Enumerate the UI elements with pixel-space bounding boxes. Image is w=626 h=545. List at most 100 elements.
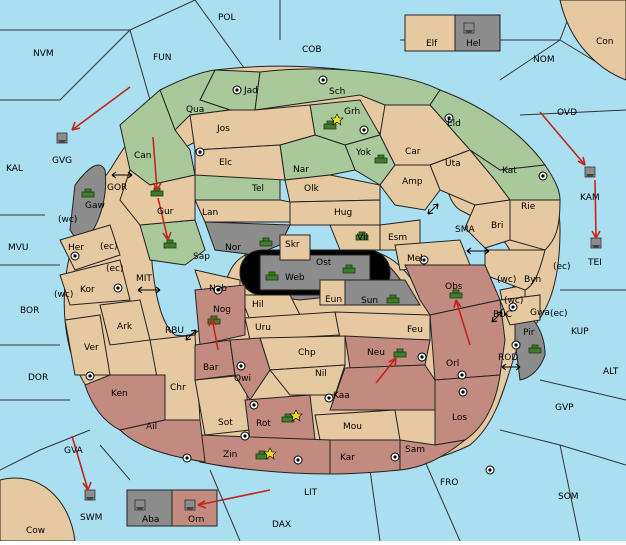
land-skr <box>279 234 311 261</box>
label-obs: Obs <box>445 282 463 292</box>
coast-her-ec: (ec) <box>100 242 118 252</box>
label-skr: Skr <box>285 240 300 250</box>
sea-gor: GOR <box>107 183 127 193</box>
label-gaw: Gaw <box>85 201 105 211</box>
army-icon <box>323 120 337 130</box>
land-qwi[interactable] <box>229 337 271 401</box>
label-her: Her <box>68 243 84 253</box>
fleet-icon <box>56 132 68 144</box>
army-icon <box>528 344 542 354</box>
army-icon <box>355 231 369 241</box>
label-eun: Eun <box>325 295 342 305</box>
box-aba[interactable] <box>126 489 173 527</box>
label-ark: Ark <box>117 322 133 332</box>
box-hel[interactable] <box>454 14 501 52</box>
land-kar[interactable] <box>329 439 401 475</box>
label-qua: Qua <box>186 105 204 115</box>
land-bri <box>464 199 511 249</box>
label-gwa: Gwa <box>530 308 550 318</box>
land-sam[interactable] <box>399 439 467 471</box>
label-mel: Mel <box>407 254 423 264</box>
label-kar: Kar <box>340 453 355 463</box>
coast-gwa-wc: (wc) <box>504 296 523 306</box>
coast-kor-ec: (ec) <box>106 264 124 274</box>
army-icon <box>386 294 400 304</box>
land-neu[interactable] <box>344 335 431 369</box>
label-rie: Rie <box>521 202 536 212</box>
sea-dax: DAX <box>272 520 291 530</box>
label-amp: Amp <box>402 177 423 187</box>
land-kaa[interactable] <box>329 364 436 411</box>
label-mou: Mou <box>343 422 362 432</box>
sea-kup: KUP <box>571 327 589 337</box>
land-kor <box>59 259 131 306</box>
sea-cob: COB <box>302 45 322 55</box>
label-kam: KAM <box>580 193 600 203</box>
label-nil: Nil <box>315 369 327 379</box>
label-pir: Pir <box>523 328 535 338</box>
land-ail[interactable] <box>119 419 206 463</box>
sea-lit: LIT <box>304 488 318 498</box>
box-label-elf: Elf <box>426 39 438 49</box>
label-nor: Nor <box>225 243 241 253</box>
label-hil: Hil <box>252 300 264 310</box>
coast-byn-ec: (ec) <box>553 262 571 272</box>
box-labels: Elf Hel Aba Orn <box>142 39 481 525</box>
sea-ovd: OVD <box>557 108 577 118</box>
label-eld: Eld <box>447 119 461 129</box>
label-tei: TEI <box>587 258 602 268</box>
box-elf[interactable] <box>404 14 456 52</box>
label-ail: Ail <box>146 422 157 432</box>
land-labels: Jad Sch Qua Jos Grh Eld Can Yok Car Uta … <box>26 37 614 536</box>
label-ost: Ost <box>316 258 332 268</box>
land-gur <box>119 169 196 226</box>
fleet-icon <box>184 499 196 511</box>
land-nog[interactable] <box>194 284 246 346</box>
sea-sma: SMA <box>455 225 475 235</box>
sea-mvu: MVU <box>8 243 29 253</box>
supply-centers <box>70 75 548 475</box>
label-sot: Sot <box>218 418 233 428</box>
label-zin: Zin <box>223 450 237 460</box>
label-web: Web <box>285 273 305 283</box>
land-elc <box>194 144 286 181</box>
coast-gwa-ec: (ec) <box>550 309 568 319</box>
passage-arrows <box>111 171 521 371</box>
label-grh: Grh <box>344 107 360 117</box>
label-gur: Gur <box>157 207 174 217</box>
label-kat: Kat <box>502 166 517 176</box>
label-nar: Nar <box>293 165 309 175</box>
sea-mit: MIT <box>136 274 152 284</box>
fleet-icon <box>84 489 96 501</box>
label-lan: Lan <box>202 208 218 218</box>
label-bar: Bar <box>203 363 219 373</box>
label-sap: Sap <box>193 252 210 262</box>
label-qwi: Qwi <box>234 374 251 384</box>
sea-nvm: NVM <box>33 49 54 59</box>
order-arrows <box>71 86 601 509</box>
label-tel: Tel <box>251 184 264 194</box>
army-icon <box>393 348 407 358</box>
sea-alt: ALT <box>603 367 619 377</box>
coast-byn-wc: (wc) <box>497 275 516 285</box>
box-label-orn: Orn <box>188 515 204 525</box>
label-cow: Cow <box>26 526 45 536</box>
land-sun[interactable] <box>344 279 421 306</box>
land-bar[interactable] <box>194 339 236 381</box>
label-los: Los <box>452 413 467 423</box>
sea-fun: FUN <box>153 53 172 63</box>
land-olk <box>284 174 381 203</box>
sea-kal: KAL <box>6 164 23 174</box>
label-nab: Nab <box>209 284 227 294</box>
land-orl[interactable] <box>429 299 506 381</box>
label-bri: Bri <box>491 221 503 231</box>
coast-kor-wc: (wc) <box>54 290 73 300</box>
sea-rbu: RBU <box>165 326 184 336</box>
sea-rod: ROD <box>498 353 518 363</box>
label-gvg: GVG <box>52 156 72 166</box>
fleet-icon <box>463 22 475 34</box>
label-jad: Jad <box>243 86 258 96</box>
label-uta: Uta <box>445 159 461 169</box>
label-ken: Ken <box>111 389 128 399</box>
